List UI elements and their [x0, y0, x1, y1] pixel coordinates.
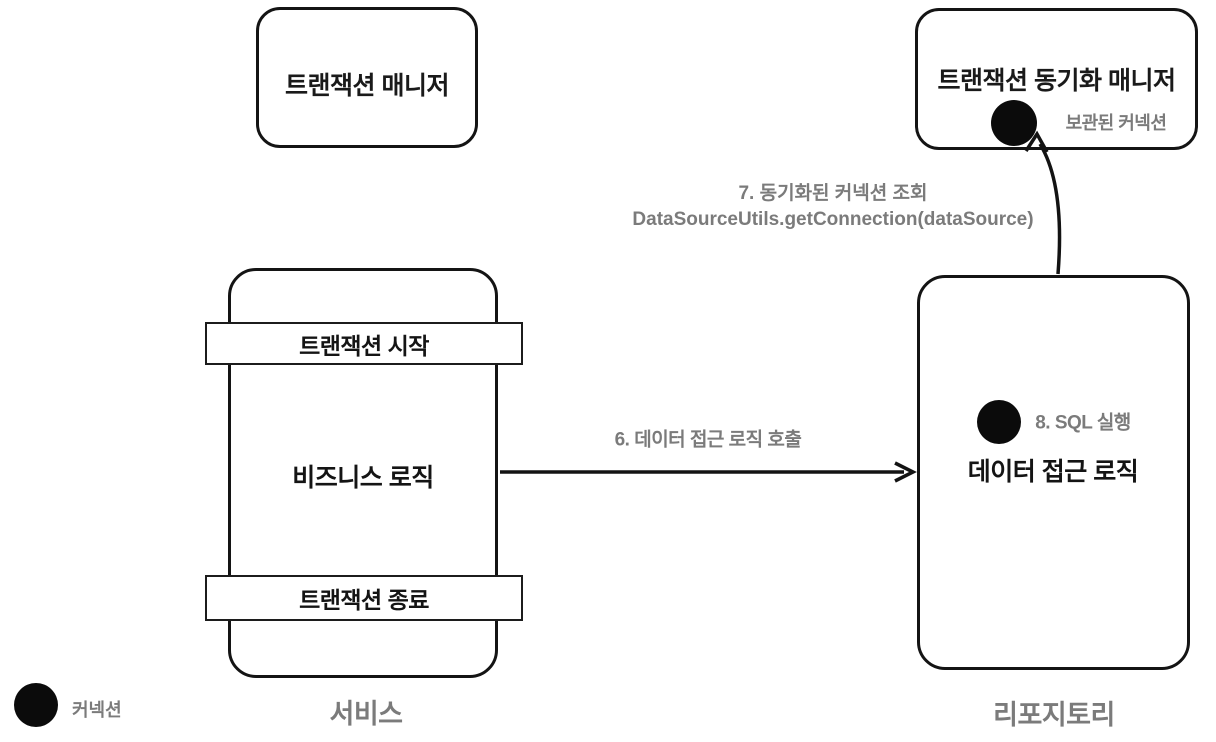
step7-label-line2: DataSourceUtils.getConnection(dataSource…: [632, 209, 1034, 230]
repository-caption: 리포지토리: [993, 700, 1115, 730]
sync-manager-title: 트랜잭션 동기화 매니저: [937, 67, 1176, 95]
service-caption: 서비스: [329, 699, 403, 729]
sync-manager-node: 트랜잭션 동기화 매니저: [915, 8, 1198, 150]
step7-label-line1: 7. 동기화된 커넥션 조회: [738, 183, 928, 204]
step7-arrow-label: 7. 동기화된 커넥션 조회 DataSourceUtils.getConnec…: [613, 181, 1053, 233]
sql-step-label: 8. SQL 실행: [1035, 412, 1131, 434]
repository-node: [917, 275, 1190, 670]
step6-arrow-label: 6. 데이터 접근 로직 호출: [614, 429, 802, 451]
transaction-end-label: 트랜잭션 종료: [299, 587, 429, 613]
transaction-start-label: 트랜잭션 시작: [299, 332, 429, 359]
connection-dot-icon: [977, 400, 1021, 444]
transaction-manager-node: 트랜잭션 매니저: [256, 7, 478, 148]
connection-dot-icon: [991, 100, 1037, 146]
transaction-start-bar: 트랜잭션 시작: [205, 322, 523, 365]
transaction-manager-title: 트랜잭션 매니저: [285, 72, 449, 100]
legend-connection-label: 커넥션: [72, 700, 122, 720]
step6-arrow: [500, 461, 917, 483]
stored-connection-label: 보관된 커넥션: [1065, 113, 1167, 133]
data-access-logic-label: 데이터 접근 로직: [967, 458, 1139, 486]
business-logic-label: 비즈니스 로직: [292, 464, 434, 492]
connection-dot-icon: [14, 683, 58, 727]
transaction-end-bar: 트랜잭션 종료: [205, 575, 523, 621]
